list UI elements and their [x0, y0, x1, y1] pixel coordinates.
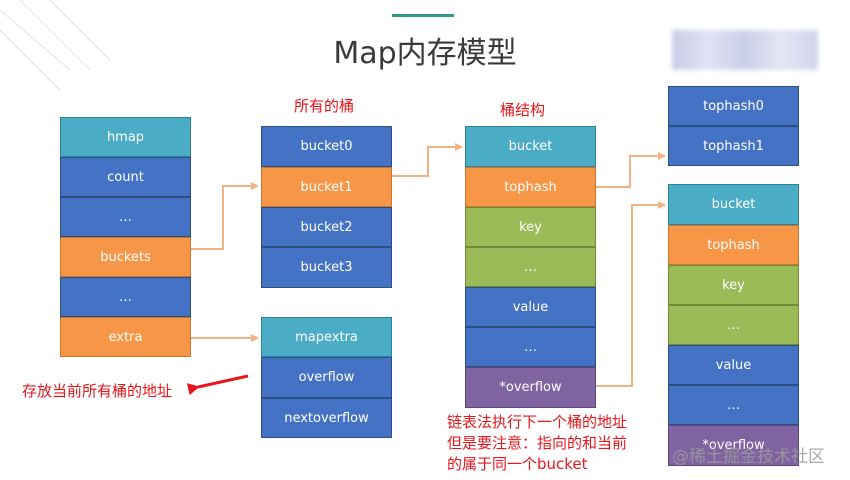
hmap-extra: extra: [60, 317, 191, 357]
bucket-struct-ellipsis-2: …: [465, 327, 596, 367]
bucket2: bucket2: [261, 207, 392, 247]
mapextra-struct: mapextra overflow nextoverflow: [261, 317, 392, 438]
tophash0: tophash0: [668, 86, 799, 126]
bucket0: bucket0: [261, 126, 392, 167]
arrow-bucket1-to-bucket-struct: [392, 143, 463, 177]
blurred-logo: [672, 30, 818, 70]
overflow-bucket-struct: bucket tophash key … value … *overflow: [668, 184, 799, 466]
overflow-bucket-value: value: [668, 345, 799, 385]
overflow-bucket-ellipsis-1: …: [668, 305, 799, 345]
overflow-note-line-1: 链表法执行下一个桶的地址: [447, 413, 628, 431]
overflow-note-line-3: 的属于同一个bucket: [447, 455, 588, 473]
bucket1: bucket1: [261, 167, 392, 207]
buckets-array: bucket0 bucket1 bucket2 bucket3: [261, 126, 392, 288]
tophash1: tophash1: [668, 126, 799, 166]
arrow-overflow-to-next-bucket: [596, 201, 666, 387]
overflow-bucket-header: bucket: [668, 184, 799, 225]
page-title: Map内存模型: [333, 36, 517, 71]
arrow-tophash-to-list: [596, 152, 666, 188]
overflow-bucket-overflow: *overflow: [668, 425, 799, 466]
mapextra-header: mapextra: [261, 317, 392, 357]
hmap-struct: hmap count … buckets … extra: [60, 117, 191, 357]
bucket-address-note: 存放当前所有桶的地址: [22, 382, 173, 400]
bucket-struct: bucket tophash key … value … *overflow: [465, 126, 596, 408]
bucket-struct-tophash: tophash: [465, 167, 596, 207]
hmap-header: hmap: [60, 117, 191, 157]
bucket-struct-ellipsis-1: …: [465, 247, 596, 287]
overflow-note-line-2: 但是要注意：指向的和当前: [447, 434, 628, 452]
title-accent-line: [392, 14, 454, 17]
bucket3: bucket3: [261, 247, 392, 288]
tophash-array: tophash0 tophash1: [668, 86, 799, 166]
overflow-note: 链表法执行下一个桶的地址 但是要注意：指向的和当前 的属于同一个bucket: [447, 412, 677, 475]
bucket-structure-label: 桶结构: [500, 101, 546, 119]
arrow-buckets-to-bucket1: [191, 182, 259, 250]
red-pointer-arrow: [186, 374, 249, 396]
hmap-count: count: [60, 157, 191, 197]
bucket-struct-header: bucket: [465, 126, 596, 167]
bucket-struct-overflow: *overflow: [465, 367, 596, 408]
hmap-buckets: buckets: [60, 237, 191, 277]
mapextra-nextoverflow: nextoverflow: [261, 398, 392, 438]
bucket-struct-key: key: [465, 207, 596, 247]
all-buckets-label: 所有的桶: [294, 97, 355, 115]
overflow-bucket-ellipsis-2: …: [668, 385, 799, 425]
hmap-ellipsis-2: …: [60, 277, 191, 317]
overflow-bucket-key: key: [668, 265, 799, 305]
mapextra-overflow: overflow: [261, 357, 392, 398]
bucket-struct-value: value: [465, 287, 596, 327]
hmap-ellipsis-1: …: [60, 197, 191, 237]
watermark: @稀土掘金技术社区: [672, 447, 825, 467]
overflow-bucket-tophash: tophash: [668, 225, 799, 265]
corner-decoration: [0, 0, 111, 91]
